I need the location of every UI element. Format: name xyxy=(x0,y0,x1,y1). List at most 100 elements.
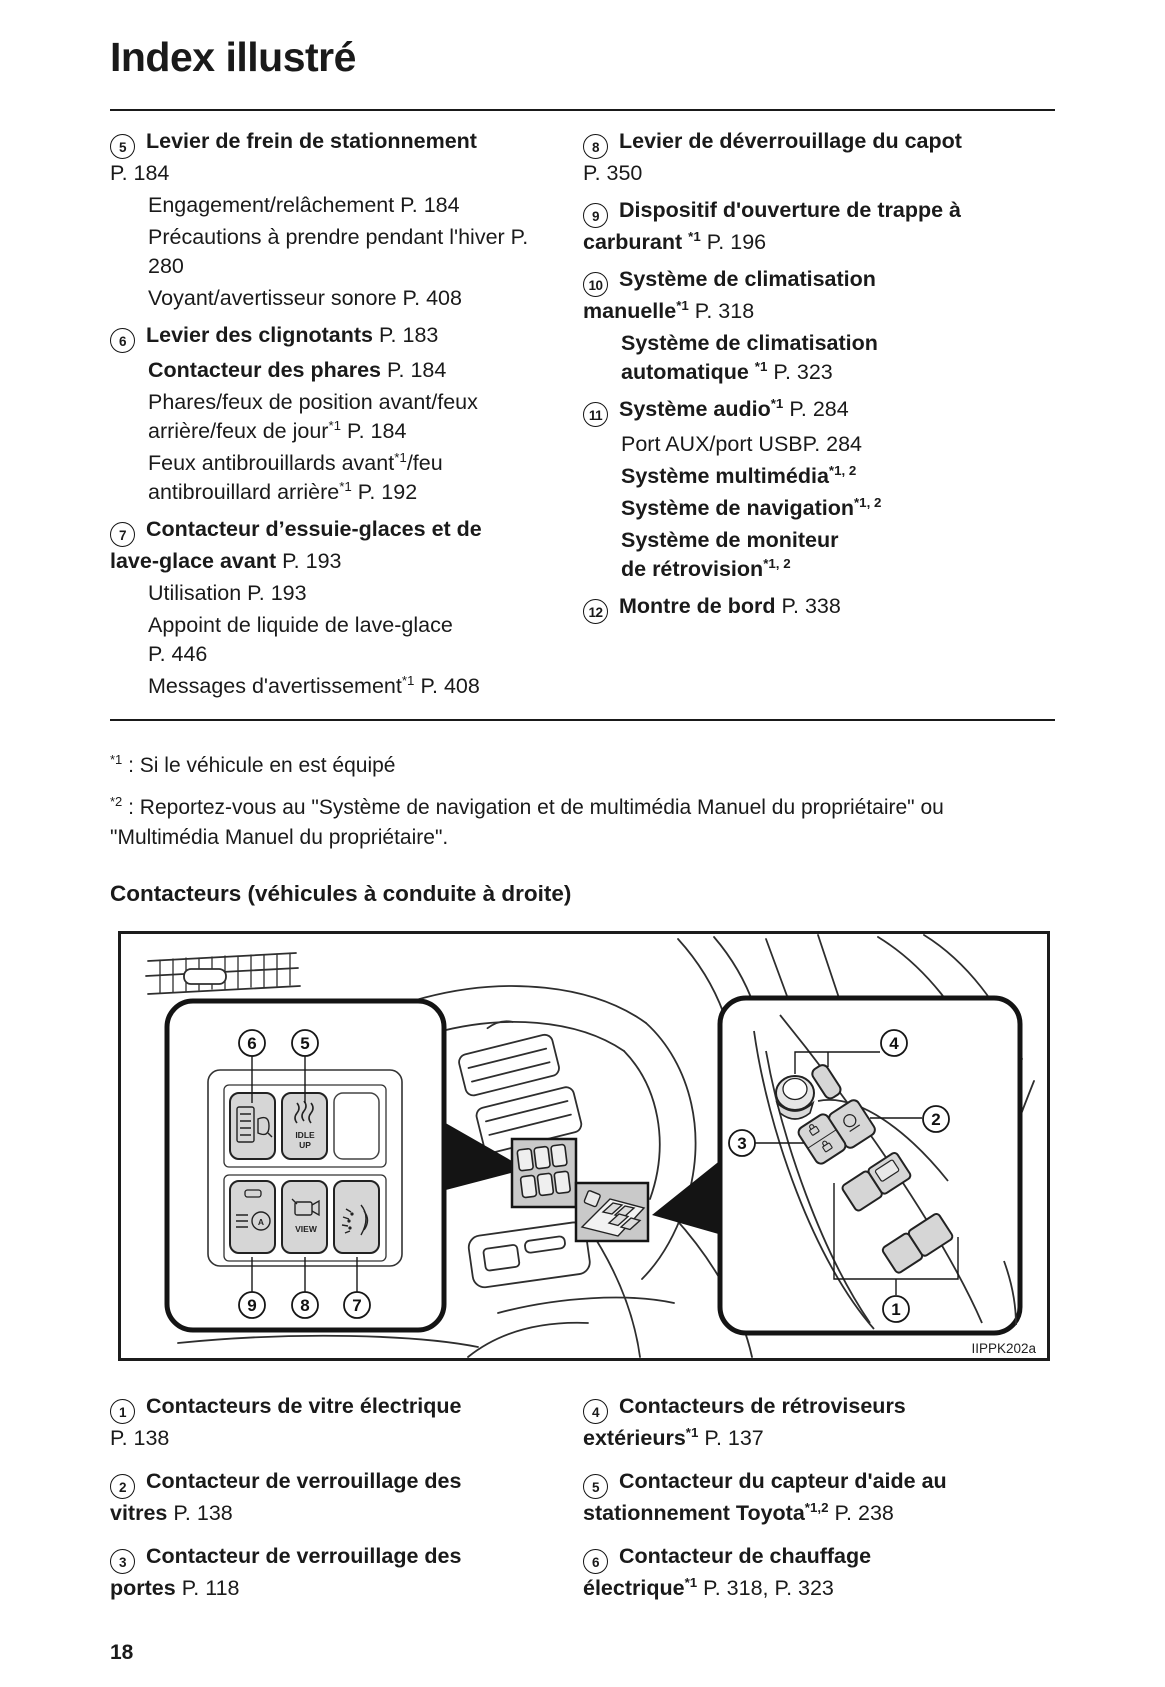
index-text: P. 183 xyxy=(373,323,439,347)
footnote-marker-ref: *1 xyxy=(684,1574,698,1590)
callout-number-badge: 5 xyxy=(110,134,135,159)
footnote-marker-ref: *1 xyxy=(676,297,689,313)
camera-view-icon: VIEW xyxy=(291,1198,320,1234)
view-label: VIEW xyxy=(295,1224,318,1234)
idle-label: IDLE xyxy=(295,1130,315,1140)
index-text: P. 192 xyxy=(351,480,418,504)
index-text: Contacteur des phares xyxy=(148,358,381,382)
index-sub-entry: Système multimédia*1, 2 xyxy=(621,462,1055,491)
index-text: de rétrovision xyxy=(621,557,764,581)
index-text: P. 138 xyxy=(110,1426,170,1450)
callout-1-leader xyxy=(833,1183,959,1295)
index-text: Contacteur de verrouillage des xyxy=(146,1544,462,1568)
page-number: 18 xyxy=(110,1641,134,1664)
index-text: Système de climatisation xyxy=(619,267,876,291)
svg-text:4: 4 xyxy=(889,1034,899,1053)
callout-number-badge: 2 xyxy=(110,1474,135,1499)
footnote-marker-ref: *1 xyxy=(754,358,768,374)
svg-text:5: 5 xyxy=(300,1034,309,1053)
index-text: Dispositif d'ouverture de trappe à xyxy=(619,198,962,222)
footnote-text: : Si le véhicule en est équipé xyxy=(122,754,396,777)
footnote: *1 : Si le véhicule en est équipé xyxy=(110,751,1055,781)
svg-text:9: 9 xyxy=(247,1296,256,1315)
index-text: Messages d'avertissement xyxy=(148,674,402,698)
mirror-fold-switch xyxy=(811,1064,842,1100)
blank-switch-slot xyxy=(333,1092,380,1160)
index-text: Port AUX/port USBP. 284 xyxy=(621,432,863,456)
index-text: P. 318 xyxy=(688,299,755,323)
callout-number-badge: 5 xyxy=(583,1474,608,1499)
up-label: UP xyxy=(299,1140,311,1150)
index-sub-entry: Phares/feux de position avant/feux arriè… xyxy=(148,388,558,446)
callout-7: 7 xyxy=(343,1291,371,1319)
illustration-svg: IDLE UP A VIEW xyxy=(118,931,1050,1361)
footnote-marker-ref: *1 xyxy=(685,1424,699,1440)
index-sub-entry: Feux antibrouillards avant*1/feu antibro… xyxy=(148,449,558,507)
callout-8: 8 xyxy=(291,1291,319,1319)
index-text: P. 323 xyxy=(767,360,833,384)
index-text: P. 184 xyxy=(110,161,170,185)
index-text: Feux antibrouillards avant xyxy=(148,451,395,475)
camera-view-switch xyxy=(281,1180,328,1254)
callout-4-leader xyxy=(794,1051,880,1074)
index-text: Levier des clignotants xyxy=(146,323,374,347)
index-sub-entry: Engagement/relâchement P. 184 xyxy=(148,191,558,220)
index-sub-entry: Port AUX/port USBP. 284 xyxy=(621,430,1055,459)
footnote-marker-ref: *1 xyxy=(339,478,352,494)
index-text: Phares/feux de position avant/feux arriè… xyxy=(148,390,478,443)
index-sub-entry: Précautions à prendre pendant l'hiver P.… xyxy=(148,223,558,281)
divider-top xyxy=(110,109,1055,111)
headlight-leveling-icon xyxy=(236,1106,273,1143)
footnote-marker-ref: *1 xyxy=(770,395,784,411)
callout-number-badge: 7 xyxy=(110,522,135,547)
headlight-washer-switch xyxy=(333,1180,380,1254)
index-text: P. 196 xyxy=(700,230,767,254)
door-switch-zoom-inset xyxy=(574,1181,650,1243)
index-text: manuelle xyxy=(583,299,677,323)
front-window-switches xyxy=(841,1151,912,1212)
section-heading: Contacteurs (véhicules à conduite à droi… xyxy=(110,881,572,906)
auto-headlight-icon: A xyxy=(236,1189,271,1231)
callout-2: 2 xyxy=(922,1105,950,1133)
index-text: Système de climatisation xyxy=(621,331,878,355)
footnote-marker-ref: *1,2 xyxy=(804,1499,829,1515)
index-text: Montre de bord xyxy=(619,594,776,618)
index-text: Engagement/relâchement P. 184 xyxy=(148,193,460,217)
index-text: lave-glace avant xyxy=(110,549,277,573)
index-text: P. 318, P. 323 xyxy=(697,1576,834,1600)
index-text: portes xyxy=(110,1576,176,1600)
callout-leaders-left xyxy=(251,1056,358,1292)
index-text: extérieurs xyxy=(583,1426,686,1450)
index-text: P. 338 xyxy=(775,594,841,618)
headlight-washer-icon xyxy=(341,1204,369,1236)
callout-1: 1 xyxy=(882,1295,910,1323)
index-text: P. 138 xyxy=(167,1501,233,1525)
index-text: P. 118 xyxy=(175,1576,240,1600)
footnote-marker-ref: *1 xyxy=(328,417,342,433)
index-text: Système de navigation xyxy=(621,496,854,520)
footnote-marker: *1 xyxy=(110,752,123,767)
callout-6: 6 xyxy=(238,1029,266,1057)
index-text: Précautions à prendre pendant l'hiver P.… xyxy=(148,225,529,278)
index-text: P. 284 xyxy=(783,397,849,421)
